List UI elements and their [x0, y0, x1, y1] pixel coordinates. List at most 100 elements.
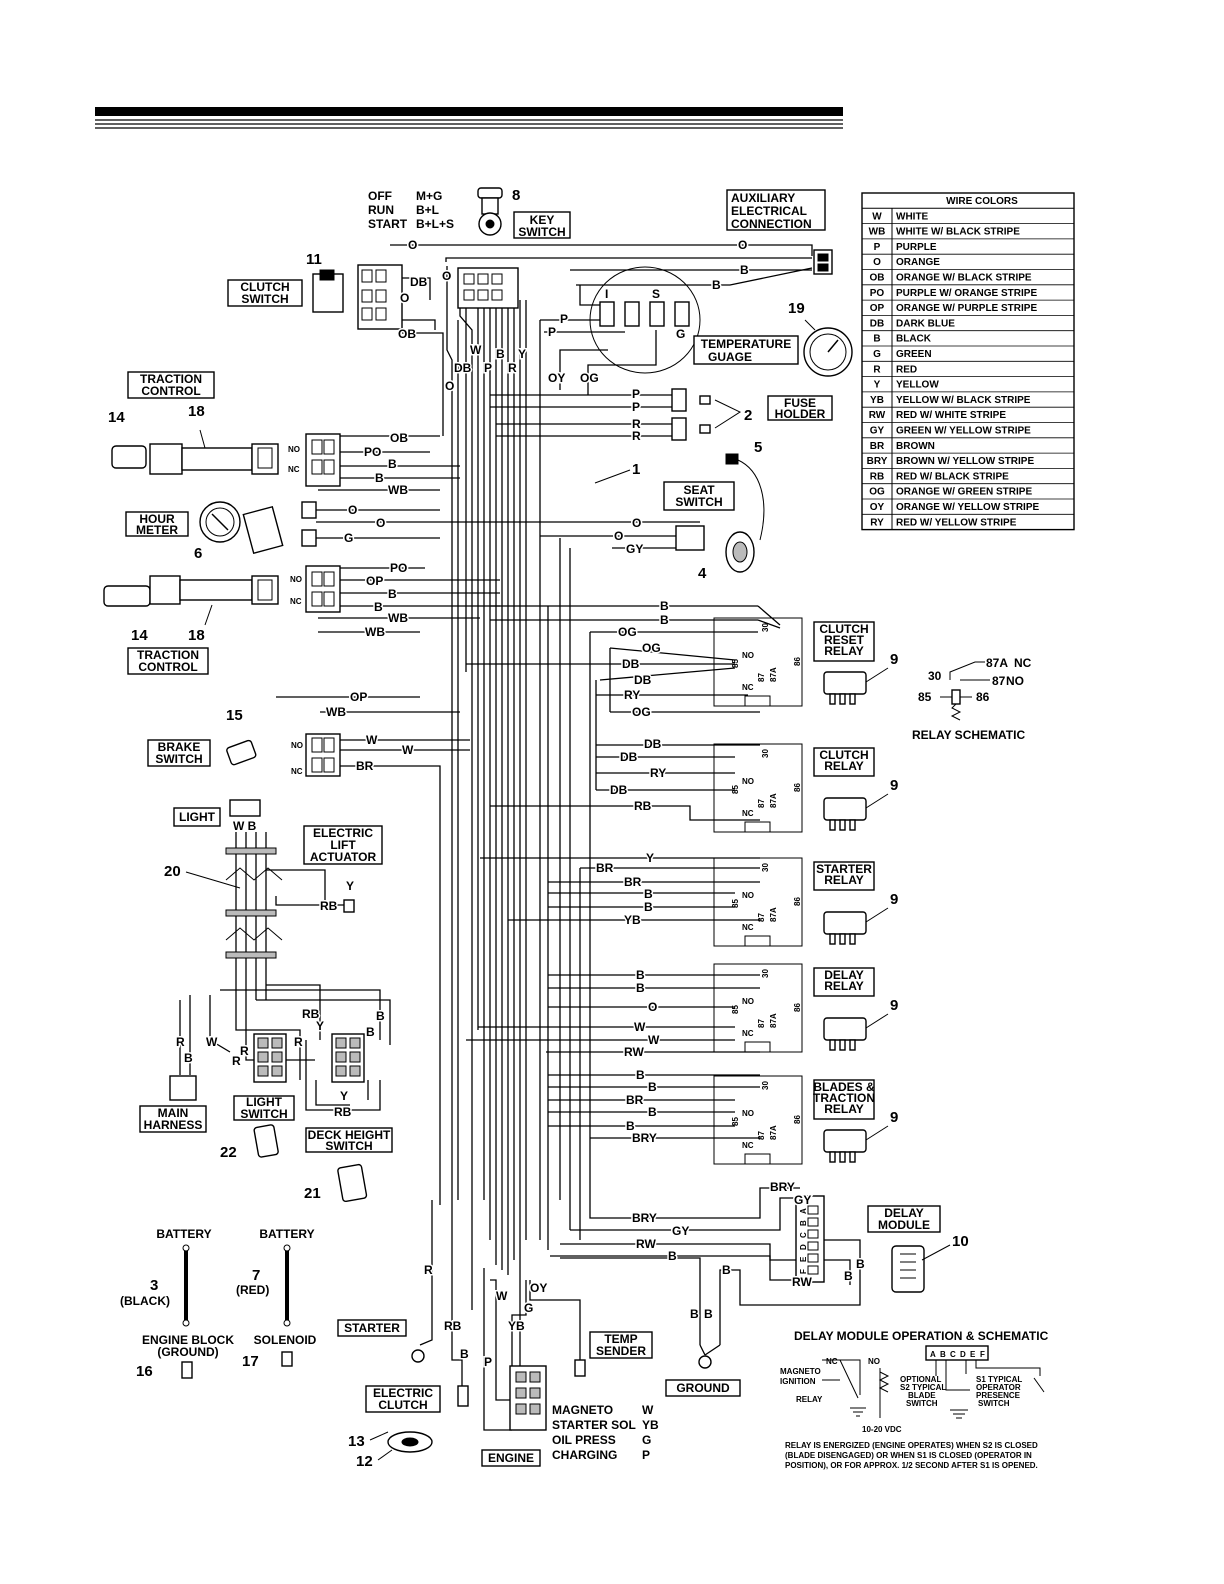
wire-label: P: [560, 312, 568, 326]
ds-s1-1: S1 TYPICAL: [976, 1375, 1022, 1384]
wire-label: WB: [388, 483, 408, 497]
engine-terminal-code: G: [642, 1433, 651, 1447]
wire-label: W: [648, 1033, 660, 1047]
wire-code: OG: [869, 487, 885, 498]
ds-s1-2: OPERATOR: [976, 1383, 1021, 1392]
battery-red-end: SOLENOID: [254, 1333, 317, 1347]
relay-label: DELAY: [824, 968, 864, 982]
ds-s2-2: S2 TYPICAL: [900, 1383, 946, 1392]
wire-label: BRY: [770, 1180, 795, 1194]
wire-label: B: [374, 600, 383, 614]
wire-label: WB: [365, 625, 385, 639]
wire-label: BR: [596, 861, 614, 875]
wire-color-name: ORANGE W/ BLACK STRIPE: [896, 273, 1032, 284]
lower-harness: MAIN HARNESS LIGHT SWITCH DECK HEIGHT SW…: [139, 984, 393, 1203]
wire-label: DB: [644, 737, 662, 751]
wire-label: B: [496, 347, 505, 361]
wire-label: B: [844, 1269, 853, 1283]
wire-label: O: [408, 238, 417, 252]
wire-code: DB: [870, 318, 884, 329]
relay-pin-30: 30: [761, 749, 770, 758]
main-harness-label-2: HARNESS: [144, 1118, 203, 1132]
wire-label: B: [660, 613, 669, 627]
wire-label: RB: [444, 1319, 462, 1333]
deck-height-label-1: DECK HEIGHT: [308, 1128, 391, 1142]
traction-bottom-label-2: CONTROL: [138, 660, 197, 674]
relay-nc: NC: [742, 923, 754, 932]
clutch-switch-connector: [357, 264, 403, 330]
traction-bottom-label-1: TRACTION: [137, 648, 199, 662]
temp-gauge-label-2: GUAGE: [708, 350, 752, 364]
wire-label: DB: [410, 275, 428, 289]
rs-85: 85: [918, 690, 932, 704]
wire-label: B: [375, 471, 384, 485]
seat-switch: 5 SEAT SWITCH 4: [663, 439, 765, 582]
relay-pin-87: 87: [757, 1019, 766, 1028]
relay-nc: NC: [742, 1141, 754, 1150]
rs-nc: NC: [1014, 656, 1032, 670]
wire-label: B: [704, 1307, 713, 1321]
wire-label: YB: [508, 1319, 525, 1333]
wire-code: O: [873, 257, 881, 268]
wire-code: RY: [870, 517, 884, 528]
wire-color-name: ORANGE W/ GREEN STRIPE: [896, 487, 1032, 498]
relay-pin-87a: 87A: [769, 1125, 778, 1140]
rs-87a: 87A: [986, 656, 1008, 670]
wire-color-name: GREEN W/ YELLOW STRIPE: [896, 426, 1031, 437]
aux-label-2: ELECTRICAL: [731, 204, 807, 218]
wire-color-name: YELLOW W/ BLACK STRIPE: [896, 395, 1031, 406]
wire-label: RY: [624, 688, 640, 702]
relay-label: RELAY: [824, 644, 864, 658]
battery-black-title: BATTERY: [156, 1227, 211, 1241]
temp-gauge-pin-g: G: [676, 327, 685, 341]
wire-color-name: ORANGE W/ YELLOW STRIPE: [896, 502, 1039, 513]
wire-label: B: [636, 981, 645, 995]
ds-s1-4: SWITCH: [978, 1399, 1010, 1408]
key-switch-label-box: [513, 211, 571, 239]
relay-pin-85: 85: [731, 1005, 740, 1014]
wire-label: RW: [636, 1237, 656, 1251]
delay-schematic-title: DELAY MODULE OPERATION & SCHEMATIC: [794, 1329, 1049, 1343]
traction-top-label-2: CONTROL: [141, 384, 200, 398]
battery-black-end-2: (GROUND): [157, 1345, 218, 1359]
wire-label: GY: [626, 542, 643, 556]
wire-label: OG: [618, 625, 637, 639]
ds-relay: RELAY: [796, 1395, 823, 1404]
relay-label: RELAY: [824, 873, 864, 887]
wire-label: W: [206, 1035, 218, 1049]
wire-label: RW: [624, 1045, 644, 1059]
ds-s2-1: OPTIONAL: [900, 1375, 941, 1384]
brake-switch: 15 BRAKE SWITCH NO NC: [147, 707, 341, 777]
wire-label: R: [424, 1263, 433, 1277]
ds-vdc: 10-20 VDC: [862, 1425, 902, 1434]
engine-terminal-name: OIL PRESS: [552, 1433, 616, 1447]
delay-schematic-pin: B: [940, 1350, 946, 1359]
wire-label: R: [632, 417, 641, 431]
wire-label: O: [632, 516, 641, 530]
harness-number: 1: [632, 461, 640, 478]
wire-label: RY: [650, 766, 666, 780]
deck-height-number: 21: [304, 1185, 321, 1202]
battery-red-color: (RED): [236, 1283, 269, 1297]
batteries: BATTERY 3 (BLACK) ENGINE BLOCK (GROUND) …: [120, 1227, 317, 1380]
wire-label: G: [524, 1301, 533, 1315]
relay-pin-87: 87: [757, 673, 766, 682]
clutch-number-13: 13: [348, 1433, 365, 1450]
starter-and-engine: STARTER ELECTRIC CLUTCH 13 12 ENGINE MAG…: [337, 1319, 741, 1470]
ds-s2-4: SWITCH: [906, 1399, 938, 1408]
rs-no: NO: [1006, 674, 1024, 688]
wire-code: G: [873, 349, 881, 360]
wire-label: DB: [454, 361, 472, 375]
wire-label: O: [400, 291, 409, 305]
wire-label: WB: [388, 611, 408, 625]
wire-label: B: [648, 1105, 657, 1119]
wire-label: R: [232, 1054, 241, 1068]
wire-code: RB: [870, 471, 884, 482]
delay-module-number: 10: [952, 1233, 969, 1250]
clutch-switch-label-1: CLUTCH: [240, 280, 289, 294]
delay-schematic-pin: E: [970, 1350, 976, 1359]
ds-note-2: (BLADE DISENGAGED) OR WHEN S1 IS CLOSED …: [785, 1451, 1032, 1460]
